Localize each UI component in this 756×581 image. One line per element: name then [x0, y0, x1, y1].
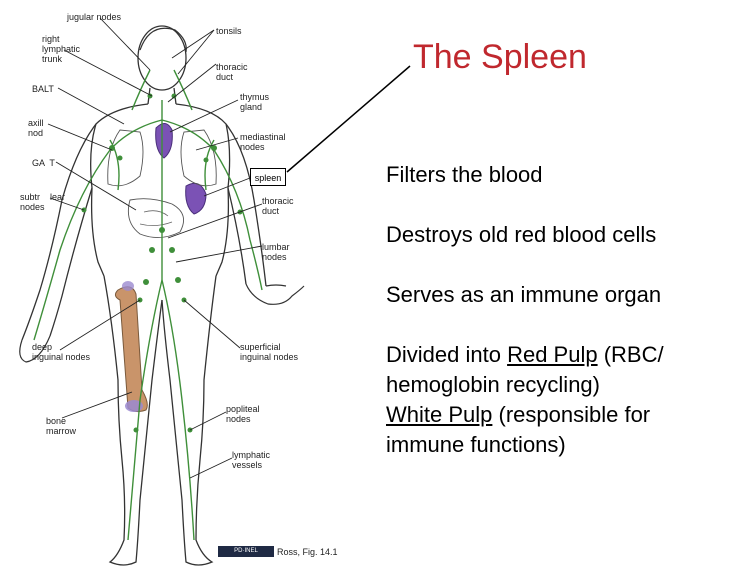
spleen-callout-line [286, 65, 411, 173]
bullet-divided-into: Divided into Red Pulp (RBC/ [386, 340, 664, 370]
publisher-logo: PD·INEL [218, 546, 274, 557]
bullet-white-pulp: White Pulp (responsible for [386, 400, 650, 430]
bullet-red-pulp-detail: hemoglobin recycling) [386, 372, 600, 397]
white-pulp-term: White Pulp [386, 402, 493, 427]
label-right-lymphatic-trunk: right lymphatic trunk [42, 34, 81, 64]
bullet-immune-functions: immune functions) [386, 432, 566, 457]
label-subtrochlear-nodes: subtr lear nodes [20, 192, 66, 212]
divided-prefix: Divided into [386, 342, 508, 367]
label-balt: BALT [32, 84, 54, 94]
label-thoracic-duct-mid: thoracic duct [262, 196, 294, 216]
label-thoracic-duct-top: thoracic duct [216, 62, 248, 82]
red-pulp-desc: (RBC/ [597, 342, 664, 367]
label-deep-inguinal-nodes: deep inguinal nodes [32, 342, 91, 362]
label-axillary-nodes: axill nod [28, 118, 44, 138]
label-galt: GA T [32, 158, 55, 168]
label-superficial-inguinal-nodes: superficial inguinal nodes [240, 342, 299, 362]
label-jugular-nodes: jugular nodes [67, 12, 122, 22]
slide-title: The Spleen [413, 38, 587, 76]
label-mediastinal-nodes: mediastinal nodes [240, 132, 286, 152]
spleen-callout-box: spleen [250, 168, 286, 186]
label-bone-marrow: bone marrow [46, 416, 77, 436]
label-lymphatic-vessels: lymphatic vessels [232, 450, 271, 470]
bullet-filters-blood: Filters the blood [386, 162, 543, 187]
label-thymus-gland: thymus gland [240, 92, 270, 112]
label-popliteal-nodes: popliteal nodes [226, 404, 260, 424]
label-tonsils: tonsils [216, 26, 242, 36]
red-pulp-term: Red Pulp [507, 342, 598, 367]
bullet-destroys-rbc: Destroys old red blood cells [386, 222, 657, 247]
bullet-immune-organ: Serves as an immune organ [386, 282, 662, 307]
white-pulp-desc: (responsible for [492, 402, 651, 427]
label-lumbar-nodes: lumbar nodes [262, 242, 290, 262]
figure-credit: Ross, Fig. 14.1 [277, 547, 338, 557]
